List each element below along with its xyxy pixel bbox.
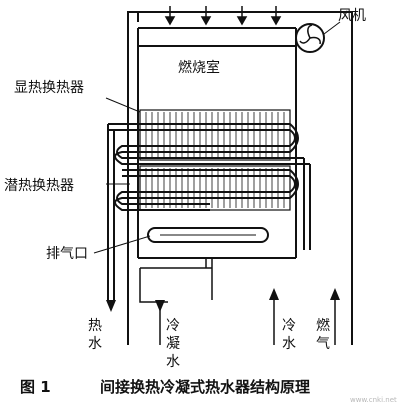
latent-heat-exchanger — [114, 165, 299, 211]
exhaust-port-label: 排气口 — [46, 246, 88, 262]
combustion-chamber-label: 燃烧室 — [178, 59, 220, 76]
gas-inlet — [330, 288, 340, 345]
watermark: www.cnki.net — [350, 396, 397, 404]
condensate-label: 冷凝水 — [166, 318, 180, 370]
hot-water-arrow — [106, 300, 116, 312]
exhaust-arrows — [164, 6, 282, 26]
cold-water-inlet — [269, 288, 279, 345]
sensible-hx-label: 显热换热器 — [14, 79, 84, 96]
sensible-hx-leader — [105, 97, 141, 113]
exhaust-port — [147, 227, 269, 243]
sensible-heat-exchanger — [114, 109, 299, 165]
figure-caption: 间接换热冷凝式热水器结构原理 — [100, 378, 310, 396]
flue-duct — [127, 11, 353, 345]
cold-water-label: 冷水 — [282, 318, 296, 352]
hot-water-label: 热水 — [88, 318, 102, 352]
fan-icon — [295, 23, 325, 53]
figure-number: 图 1 — [20, 378, 51, 396]
hot-water-pipe — [107, 123, 122, 300]
latent-hx-label: 潜热换热器 — [4, 177, 74, 194]
exhaust-port-leader — [93, 235, 151, 254]
gas-label: 燃气 — [316, 317, 330, 352]
fan-label: 风机 — [338, 8, 366, 24]
fan-leader — [323, 21, 341, 35]
condensate-arrow — [155, 300, 165, 312]
cold-water-pipe — [290, 157, 311, 250]
